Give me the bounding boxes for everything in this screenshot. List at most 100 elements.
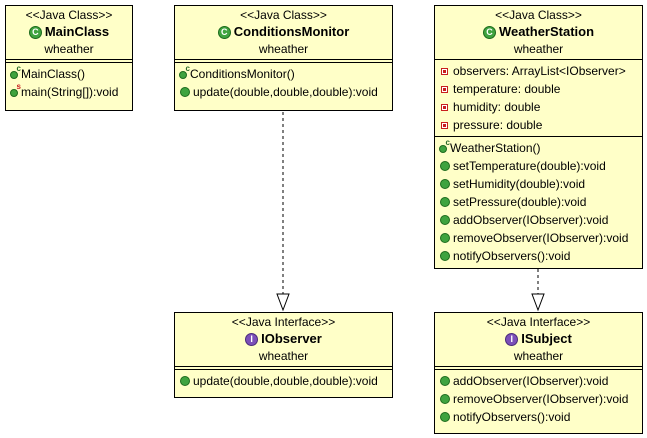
class-mainclass[interactable]: <<Java Class>> C MainClass wheather c Ma… — [5, 5, 133, 111]
divider — [435, 366, 642, 367]
method-row[interactable]: notifyObservers():void — [439, 408, 642, 426]
method-signature: addObserver(IObserver):void — [453, 213, 609, 227]
method-row[interactable]: notifyObservers():void — [439, 247, 642, 265]
method-signature: setTemperature(double):void — [453, 159, 606, 173]
methods-section: c ConditionsMonitor() update(double,doub… — [175, 63, 392, 103]
method-signature: update(double,double,double):void — [193, 374, 378, 388]
field-signature: pressure: double — [453, 118, 543, 132]
class-icon: C — [482, 25, 496, 39]
divider — [175, 59, 392, 60]
method-signature: update(double,double,double):void — [193, 85, 378, 99]
divider — [435, 369, 642, 370]
package-label: wheather — [513, 349, 564, 363]
methods-section: c MainClass() s main(String[]):void — [6, 63, 132, 103]
field-signature: temperature: double — [453, 82, 561, 96]
method-signature: setPressure(double):void — [453, 195, 587, 209]
method-signature: ConditionsMonitor() — [190, 67, 295, 81]
constructor-icon: c — [179, 64, 190, 79]
stereotype-label: <<Java Class>> — [495, 8, 582, 22]
private-field-icon — [441, 121, 448, 129]
method-row[interactable]: update(double,double,double):void — [179, 372, 392, 390]
field-row[interactable]: temperature: double — [439, 80, 642, 98]
class-weatherstation[interactable]: <<Java Class>> C WeatherStation wheather… — [434, 5, 643, 269]
divider — [435, 59, 642, 60]
stereotype-label: <<Java Interface>> — [231, 315, 336, 329]
class-conditionsmonitor[interactable]: <<Java Class>> C ConditionsMonitor wheat… — [174, 5, 393, 111]
constructor-icon: c — [439, 138, 450, 153]
method-icon — [440, 394, 450, 404]
constructor-icon: c — [10, 64, 21, 79]
method-icon — [440, 412, 450, 422]
interface-iobserver[interactable]: <<Java Interface>> I IObserver wheather … — [174, 312, 393, 398]
realization-conditionsmonitor-iobserver[interactable] — [276, 112, 290, 312]
method-icon — [440, 215, 450, 225]
methods-section: update(double,double,double):void — [175, 370, 392, 392]
field-row[interactable]: observers: ArrayList<IObserver> — [439, 62, 642, 80]
methods-section: addObserver(IObserver):void removeObserv… — [435, 370, 642, 428]
method-row[interactable]: c MainClass() — [10, 64, 132, 83]
divider — [435, 136, 642, 137]
method-row[interactable]: setHumidity(double):void — [439, 175, 642, 193]
method-row[interactable]: addObserver(IObserver):void — [439, 372, 642, 390]
method-icon — [440, 179, 450, 189]
interface-header: <<Java Interface>> I ISubject wheather — [435, 313, 642, 364]
interface-header: <<Java Interface>> I IObserver wheather — [175, 313, 392, 364]
divider — [175, 62, 392, 63]
field-signature: observers: ArrayList<IObserver> — [453, 64, 626, 78]
method-signature: removeObserver(IObserver):void — [453, 392, 629, 406]
method-signature: MainClass() — [21, 67, 86, 81]
private-field-icon — [441, 103, 448, 111]
private-field-icon — [441, 67, 448, 75]
interface-icon: I — [505, 332, 519, 346]
stereotype-label: <<Java Interface>> — [486, 315, 591, 329]
method-icon — [440, 376, 450, 386]
method-icon — [180, 376, 190, 386]
method-icon — [440, 251, 450, 261]
class-name: ConditionsMonitor — [233, 24, 350, 39]
class-header: <<Java Class>> C ConditionsMonitor wheat… — [175, 6, 392, 57]
stereotype-label: <<Java Class>> — [25, 8, 113, 22]
field-signature: humidity: double — [453, 100, 541, 114]
field-row[interactable]: humidity: double — [439, 98, 642, 116]
method-row[interactable]: c WeatherStation() — [439, 138, 642, 157]
class-name: MainClass — [44, 24, 110, 39]
method-row[interactable]: setTemperature(double):void — [439, 157, 642, 175]
static-method-icon: s — [10, 82, 21, 97]
stereotype-label: <<Java Class>> — [240, 8, 327, 22]
divider — [6, 59, 132, 60]
method-row[interactable]: s main(String[]):void — [10, 82, 132, 101]
method-icon — [440, 161, 450, 171]
method-row[interactable]: c ConditionsMonitor() — [179, 64, 392, 83]
method-icon — [440, 197, 450, 207]
methods-section: c WeatherStation() setTemperature(double… — [435, 137, 642, 267]
realization-weatherstation-isubject[interactable] — [531, 269, 545, 312]
package-label: wheather — [258, 349, 309, 363]
class-name: WeatherStation — [498, 24, 595, 39]
fields-section: observers: ArrayList<IObserver> temperat… — [435, 60, 642, 136]
method-signature: addObserver(IObserver):void — [453, 374, 609, 388]
method-signature: main(String[]):void — [21, 85, 119, 99]
divider — [175, 366, 392, 367]
method-row[interactable]: setPressure(double):void — [439, 193, 642, 211]
method-signature: removeObserver(IObserver):void — [453, 231, 629, 245]
method-icon — [180, 87, 190, 97]
interface-icon: I — [245, 332, 259, 346]
method-signature: WeatherStation() — [450, 141, 541, 155]
package-label: wheather — [513, 42, 564, 56]
private-field-icon — [441, 85, 448, 93]
class-icon: C — [217, 25, 231, 39]
class-icon: C — [28, 25, 42, 39]
class-header: <<Java Class>> C MainClass wheather — [6, 6, 132, 57]
method-row[interactable]: removeObserver(IObserver):void — [439, 390, 642, 408]
method-row[interactable]: addObserver(IObserver):void — [439, 211, 642, 229]
divider — [175, 369, 392, 370]
method-row[interactable]: update(double,double,double):void — [179, 83, 392, 101]
package-label: wheather — [44, 42, 94, 56]
interface-isubject[interactable]: <<Java Interface>> I ISubject wheather a… — [434, 312, 643, 434]
field-row[interactable]: pressure: double — [439, 116, 642, 134]
interface-name: IObserver — [261, 331, 322, 346]
method-icon — [440, 233, 450, 243]
method-row[interactable]: removeObserver(IObserver):void — [439, 229, 642, 247]
method-signature: setHumidity(double):void — [453, 177, 586, 191]
